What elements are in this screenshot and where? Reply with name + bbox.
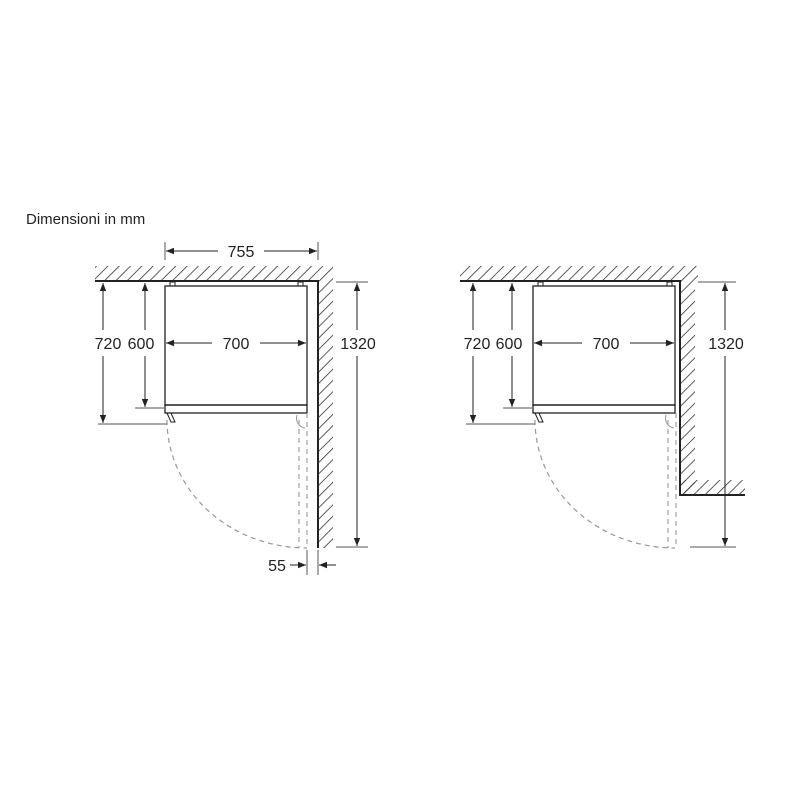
wall-hatch-side: [318, 281, 333, 548]
dim-cabinet-depth: 600: [496, 336, 523, 353]
appliance-door: [532, 404, 676, 414]
appliance-door: [164, 404, 308, 414]
door-swing-arc: [534, 419, 676, 549]
wall-line: [460, 280, 745, 496]
wall-hatch-step: [680, 480, 745, 495]
diagram-title: Dimensioni in mm: [26, 211, 146, 228]
dim-cabinet-depth: 600: [128, 336, 155, 353]
dim-overall-width: 755: [228, 244, 255, 261]
dim-depth-with-door: 720: [95, 336, 122, 353]
dim-door-open-depth: 1320: [340, 336, 376, 353]
wall-line: [95, 280, 319, 548]
wall-hatch-top: [460, 266, 698, 281]
wall-hatch-side: [680, 281, 695, 495]
dim-door-open-depth: 1320: [708, 336, 744, 353]
wall-hatch-top: [95, 266, 333, 281]
right-diagram: 700 720 600 1320: [460, 266, 745, 549]
dim-cabinet-width: 700: [223, 336, 250, 353]
door-handle: [534, 412, 544, 423]
dim-depth-with-door: 720: [464, 336, 491, 353]
dim-cabinet-width: 700: [593, 336, 620, 353]
door-swing-arc: [166, 419, 308, 549]
left-diagram: 755 700 720 600 1320 55: [95, 242, 376, 575]
door-handle: [166, 412, 176, 423]
dim-wall-clearance: 55: [268, 558, 286, 575]
